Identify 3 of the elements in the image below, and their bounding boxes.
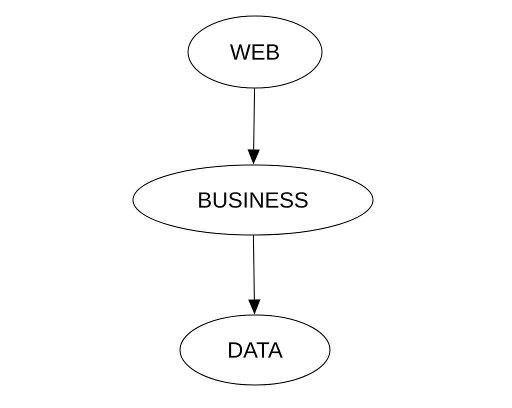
ellipse-node: DATA	[180, 314, 330, 386]
ellipse-node: BUSINESS	[132, 164, 374, 236]
ellipse-node: WEB	[188, 16, 322, 88]
